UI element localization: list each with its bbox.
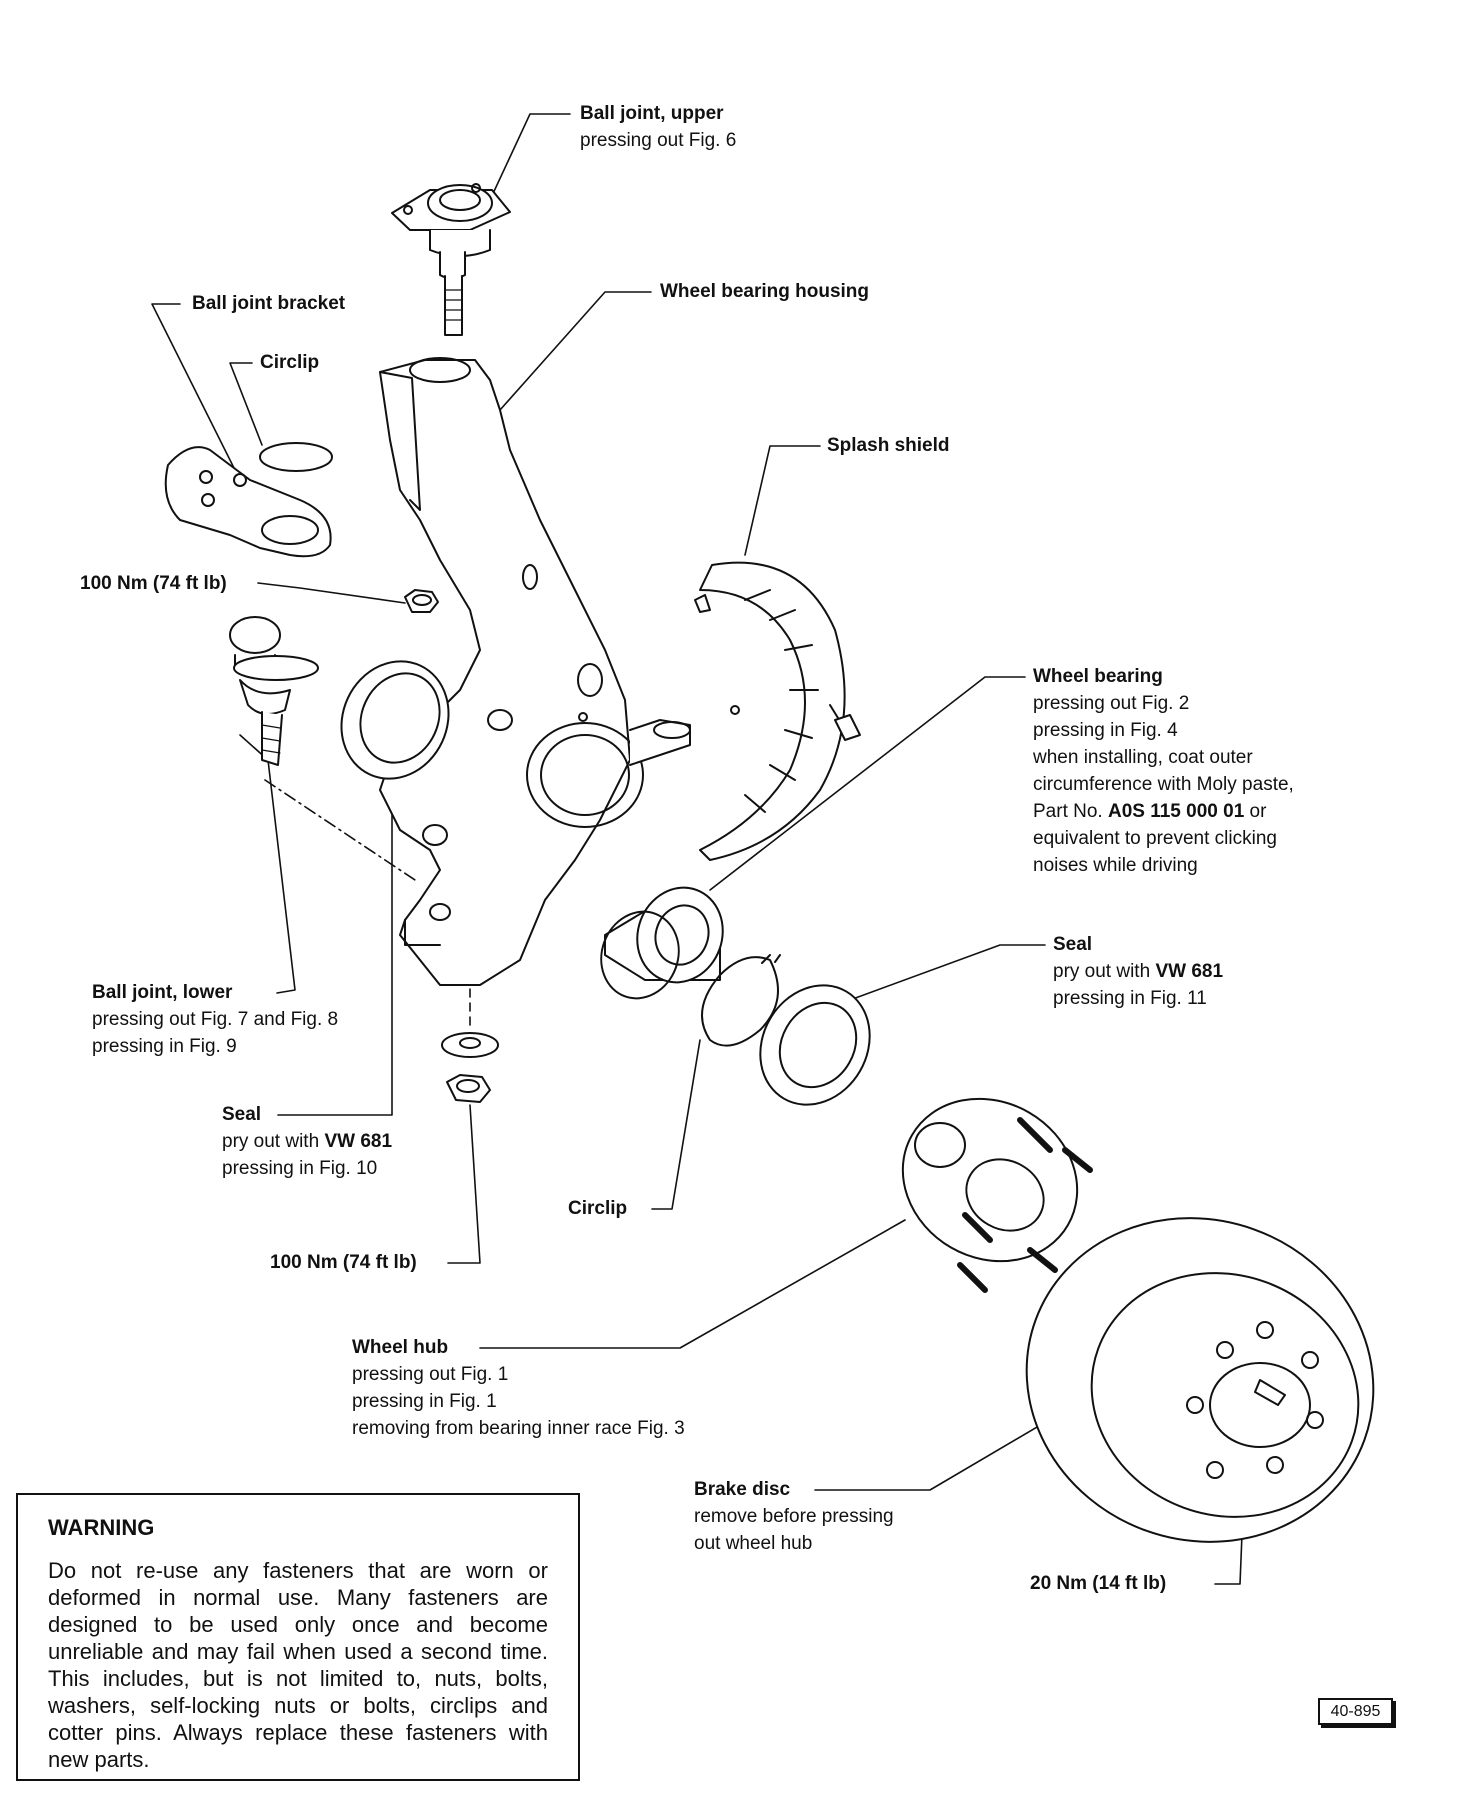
wheel-bearing-line-3: when installing, coat outer — [1033, 747, 1253, 768]
part-no-value: A0S 115 000 01 — [1107, 801, 1245, 822]
ball-joint-lower-title: Ball joint, lower — [92, 982, 233, 1003]
ball-joint-lower-line-1: pressing out Fig. 7 and Fig. 8 — [92, 1009, 339, 1030]
ball-joint-upper-label: Ball joint, upper pressing out Fig. 6 — [580, 100, 736, 154]
torque-upper-title: 100 Nm (74 ft lb) — [80, 573, 227, 594]
wheel-hub-part — [901, 1097, 1093, 1293]
seal-left-tool: VW 681 — [324, 1131, 393, 1152]
circlip-top-label: Circlip — [260, 349, 319, 376]
wheel-hub-line-1: pressing out Fig. 1 — [352, 1364, 509, 1385]
brake-disc-label: Brake disc remove before pressing out wh… — [694, 1476, 894, 1557]
seal-right-part — [759, 984, 871, 1106]
wheel-bearing-housing-title: Wheel bearing housing — [660, 281, 870, 302]
warning-heading: WARNING — [48, 1515, 155, 1540]
wheel-bearing-housing-label: Wheel bearing housing — [660, 278, 869, 305]
torque-lower-title: 100 Nm (74 ft lb) — [270, 1252, 417, 1273]
wheel-hub-label: Wheel hub pressing out Fig. 1 pressing i… — [352, 1334, 685, 1442]
lower-ball-joint-part — [229, 616, 319, 766]
ball-joint-lower-line-2: pressing in Fig. 9 — [92, 1036, 237, 1057]
part-no-prefix: Part No. — [1033, 801, 1108, 822]
seal-left-part — [340, 660, 450, 780]
seal-right-title: Seal — [1053, 934, 1093, 955]
seal-left-label: Seal pry out with VW 681 pressing in Fig… — [222, 1101, 392, 1182]
warning-body: Do not re-use any fasteners that are wor… — [48, 1558, 548, 1772]
ball-joint-bracket-part — [164, 446, 332, 558]
wheel-bearing-label: Wheel bearing pressing out Fig. 2 pressi… — [1033, 663, 1294, 879]
ball-joint-bracket-label: Ball joint bracket — [192, 290, 345, 317]
wheel-bearing-line-7: noises while driving — [1033, 855, 1198, 876]
brake-disc-title: Brake disc — [694, 1479, 791, 1500]
circlip-top-title: Circlip — [260, 352, 320, 373]
seal-right-label: Seal pry out with VW 681 pressing in Fig… — [1053, 931, 1223, 1012]
nut-upper-part — [404, 589, 439, 613]
torque-disc-title: 20 Nm (14 ft lb) — [1030, 1573, 1167, 1594]
seal-left-line-3: pressing in Fig. 10 — [222, 1158, 378, 1179]
circlip-bottom-part — [701, 954, 781, 1047]
circlip-top-part — [259, 442, 333, 472]
ball-joint-upper-line-1: pressing out Fig. 6 — [580, 130, 737, 151]
torque-disc-label: 20 Nm (14 ft lb) — [1030, 1570, 1166, 1597]
seal-right-tool: VW 681 — [1155, 961, 1224, 982]
ball-joint-upper-title: Ball joint, upper — [580, 103, 724, 124]
seal-left-pry-line: pry out with VW 681 — [222, 1128, 392, 1155]
splash-shield-bolt-part — [829, 704, 861, 741]
wheel-bearing-line-6: equivalent to prevent clicking — [1033, 828, 1277, 849]
splash-shield-title: Splash shield — [827, 435, 950, 456]
seal-right-pry-line: pry out with VW 681 — [1053, 958, 1223, 985]
ball-joint-lower-label: Ball joint, lower pressing out Fig. 7 an… — [92, 979, 338, 1060]
torque-upper-label: 100 Nm (74 ft lb) — [80, 570, 227, 597]
seal-right-pry-prefix: pry out with — [1053, 961, 1156, 982]
wheel-bearing-part — [600, 886, 724, 1000]
wheel-bearing-line-2: pressing in Fig. 4 — [1033, 720, 1178, 741]
washer-lower-part — [441, 1032, 499, 1058]
wheel-bearing-line-4: circumference with Moly paste, — [1033, 774, 1294, 795]
circlip-bottom-label: Circlip — [568, 1195, 627, 1222]
seal-left-pry-prefix: pry out with — [222, 1131, 325, 1152]
warning-box: WARNING Do not re-use any fasteners that… — [16, 1493, 580, 1781]
ball-joint-bracket-title: Ball joint bracket — [192, 293, 346, 314]
nut-lower-part — [446, 1074, 491, 1103]
seal-left-title: Seal — [222, 1104, 262, 1125]
part-no-suffix: or — [1244, 801, 1267, 822]
wheel-bearing-line-1: pressing out Fig. 2 — [1033, 693, 1190, 714]
brake-disc-part — [1025, 1217, 1375, 1543]
circlip-bottom-title: Circlip — [568, 1198, 628, 1219]
upper-ball-joint-part — [391, 183, 511, 336]
figure-number: 40-895 — [1318, 1698, 1393, 1725]
brake-disc-line-1: remove before pressing — [694, 1506, 894, 1527]
wheel-bearing-housing-part — [379, 357, 691, 986]
wheel-hub-title: Wheel hub — [352, 1337, 449, 1358]
wheel-bearing-title: Wheel bearing — [1033, 666, 1163, 687]
brake-disc-line-2: out wheel hub — [694, 1533, 813, 1554]
wheel-hub-line-2: pressing in Fig. 1 — [352, 1391, 497, 1412]
seal-right-line-3: pressing in Fig. 11 — [1053, 988, 1207, 1009]
wheel-hub-line-3: removing from bearing inner race Fig. 3 — [352, 1418, 685, 1439]
splash-shield-label: Splash shield — [827, 432, 949, 459]
wheel-bearing-part-no-line: Part No. A0S 115 000 01 or — [1033, 798, 1294, 825]
splash-shield-part — [694, 561, 846, 861]
torque-lower-label: 100 Nm (74 ft lb) — [270, 1249, 417, 1276]
